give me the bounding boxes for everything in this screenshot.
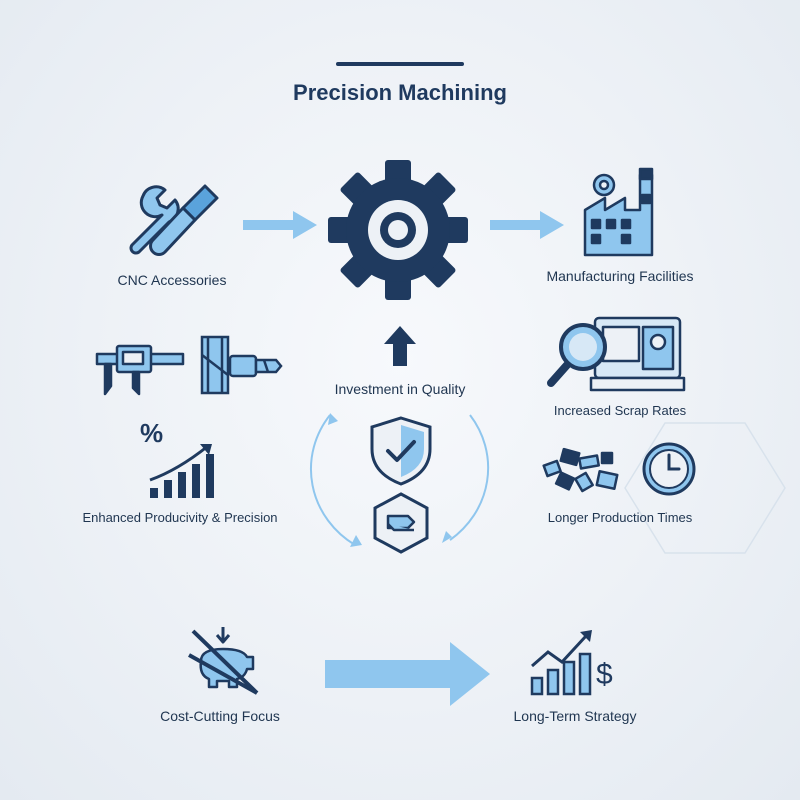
shield-check-icon <box>370 416 432 486</box>
longer-production-times-label: Longer Production Times <box>547 510 693 525</box>
quality-badge-icon <box>373 492 429 554</box>
decorative-hexagon <box>624 422 786 554</box>
title-accent-bar <box>336 62 464 66</box>
factory-icon <box>583 167 654 257</box>
arrow-right-large-icon <box>325 642 490 706</box>
drill-bit-icon <box>228 354 283 378</box>
long-term-strategy-label: Long-Term Strategy <box>513 708 637 724</box>
increased-scrap-rates-label: Increased Scrap Rates <box>553 403 687 418</box>
magnifier-machine-icon <box>547 316 686 392</box>
arrow-right-icon <box>490 211 564 239</box>
calipers-icon <box>95 344 185 396</box>
clock-icon <box>642 442 696 496</box>
dollar-icon: $ <box>596 658 613 691</box>
enhanced-productivity-label: Enhanced Producivity & Precision <box>82 510 278 525</box>
growth-bars-icon <box>149 444 214 498</box>
percent-icon: % <box>140 418 164 448</box>
chart-dollar-icon <box>530 630 592 696</box>
vise-icon <box>200 335 230 395</box>
scrap-pieces-icon <box>542 447 619 493</box>
investment-in-quality-label: Investment in Quality <box>334 381 466 397</box>
arrow-up-icon <box>384 326 416 366</box>
arrow-right-icon <box>243 211 317 239</box>
piggy-bank-crossed-icon <box>188 627 259 695</box>
page-title: Precision Machining <box>293 80 507 105</box>
gear-icon <box>328 160 468 300</box>
wrench-screwdriver-icon <box>129 184 219 256</box>
cost-cutting-focus-label: Cost-Cutting Focus <box>160 708 280 724</box>
cycle-arrows-icon <box>309 413 490 547</box>
manufacturing-facilities-label: Manufacturing Facilities <box>546 268 694 284</box>
cnc-accessories-label: CNC Accessories <box>117 272 227 288</box>
